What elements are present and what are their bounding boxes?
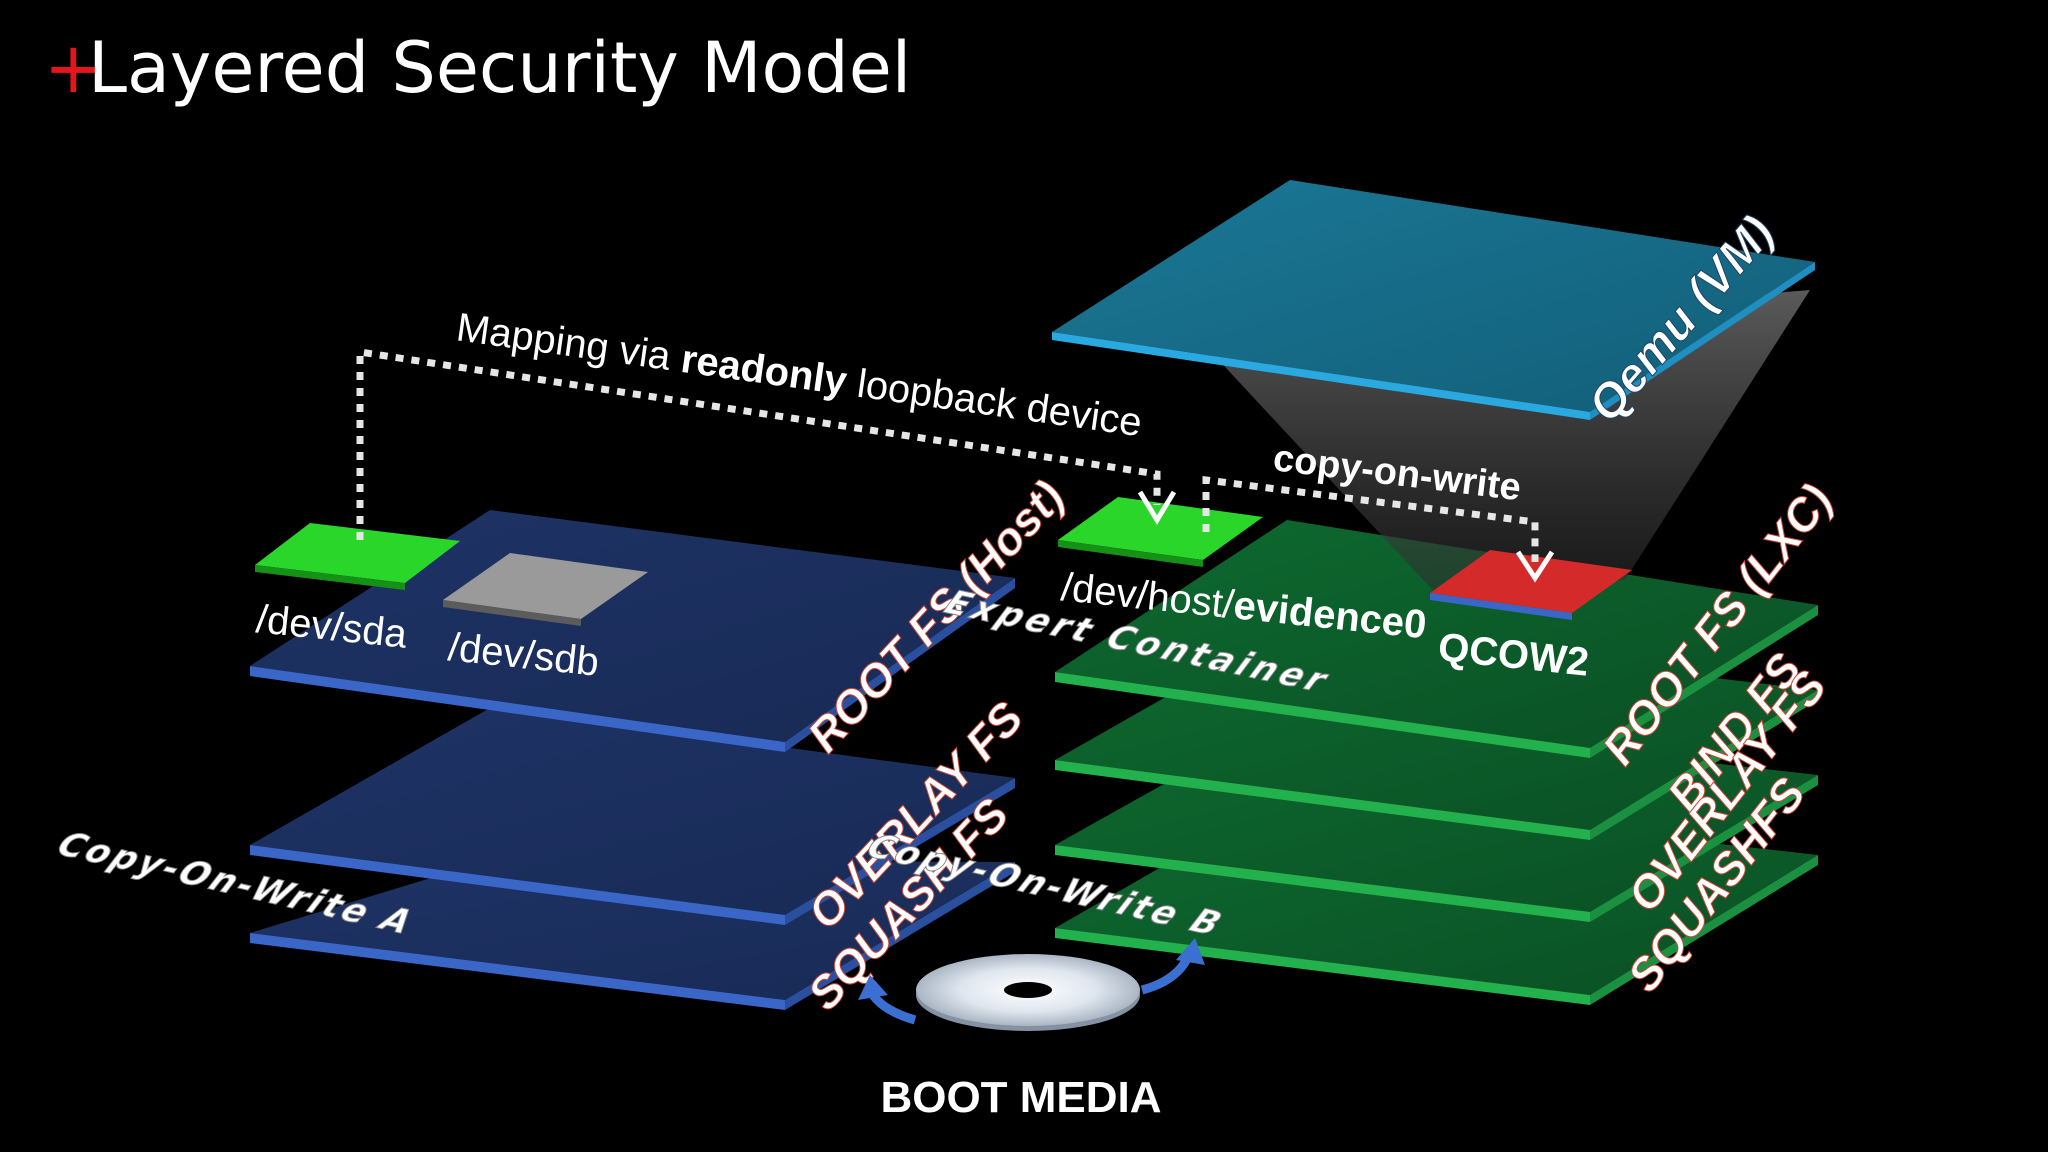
host-overlay-layer bbox=[250, 708, 1015, 925]
boot-disc-icon bbox=[916, 954, 1140, 1031]
title-text: Layered Security Model bbox=[88, 27, 911, 109]
host-stack: /dev/sda /dev/sdb ROOT FS (Host) OVERLAY… bbox=[50, 470, 1074, 1020]
dev-sdb-block bbox=[443, 553, 648, 626]
dev-sda-block bbox=[255, 523, 460, 590]
qcow2-block bbox=[1430, 550, 1632, 620]
evidence-device-block bbox=[1058, 497, 1263, 567]
title-plus: + bbox=[44, 27, 103, 109]
vm-layer bbox=[1052, 180, 1815, 420]
mapping-arrow-head bbox=[1137, 490, 1177, 525]
host-root-layer bbox=[250, 510, 1015, 752]
mapping-label: Mapping via readonly loopback device bbox=[454, 305, 1145, 445]
boot-arrow-left-head bbox=[858, 975, 888, 1000]
boot-media-label: BOOT MEDIA bbox=[880, 1073, 1161, 1122]
lxc-root-layer bbox=[1055, 520, 1818, 758]
copy-on-write-arrow-head bbox=[1515, 550, 1555, 583]
boot-arrow-right-head bbox=[1176, 938, 1205, 965]
mapping-arrow bbox=[356, 347, 1161, 540]
copy-on-write-arrow bbox=[1202, 476, 1539, 562]
page-title: + Layered Security Model bbox=[44, 27, 911, 109]
